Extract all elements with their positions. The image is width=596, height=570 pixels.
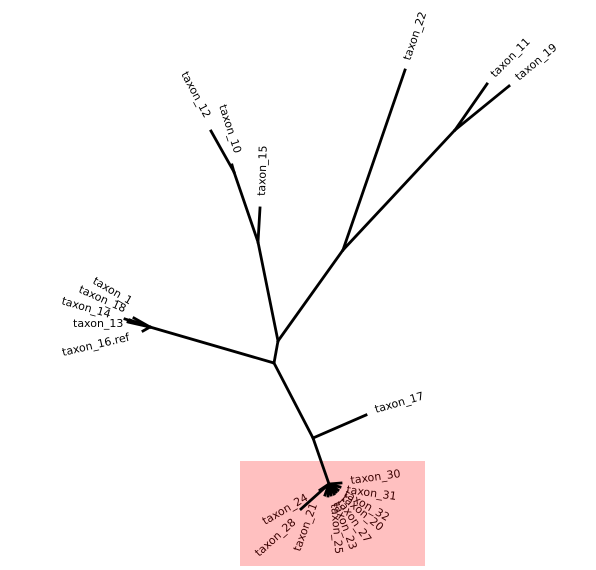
leaf-label-taxon-25: taxon_25 (328, 503, 345, 554)
branch-root-to-upper (272, 339, 280, 365)
tree-edges (123, 68, 511, 511)
leaf-label-taxon-12: taxon_12 (178, 69, 213, 120)
leaf-label-taxon-17: taxon_17 (373, 389, 425, 415)
branch-root-to-left (148, 325, 276, 365)
branch-root-to-lower (272, 361, 315, 440)
branch-taxon-16-ref (141, 325, 152, 333)
leaf-label-taxon-15: taxon_15 (255, 145, 270, 196)
branch-taxon-28 (299, 482, 331, 511)
branch-to-highlighted-clade (311, 436, 331, 486)
branch-to-t12-t10 (232, 170, 260, 244)
branch-taxon-17 (311, 413, 368, 440)
branch-to-t11-t19 (341, 128, 457, 252)
branch-upper-to-right-clade (276, 248, 345, 343)
branch-taxon-13 (126, 320, 152, 329)
leaf-label-taxon-16-ref: taxon_16.ref (61, 331, 132, 359)
branch-taxon-10 (230, 163, 236, 174)
highlighted-clade-box (240, 461, 425, 566)
branch-upper-to-left-clade (256, 240, 280, 343)
leaf-label-taxon-13: taxon_13 (73, 317, 123, 330)
leaf-label-taxon-22: taxon_22 (401, 10, 430, 62)
branch-taxon-11 (453, 82, 489, 132)
branch-taxon-15 (256, 206, 262, 244)
branch-taxon-19 (453, 84, 511, 132)
branch-taxon-22 (341, 68, 407, 252)
branch-taxon-12 (209, 129, 236, 174)
